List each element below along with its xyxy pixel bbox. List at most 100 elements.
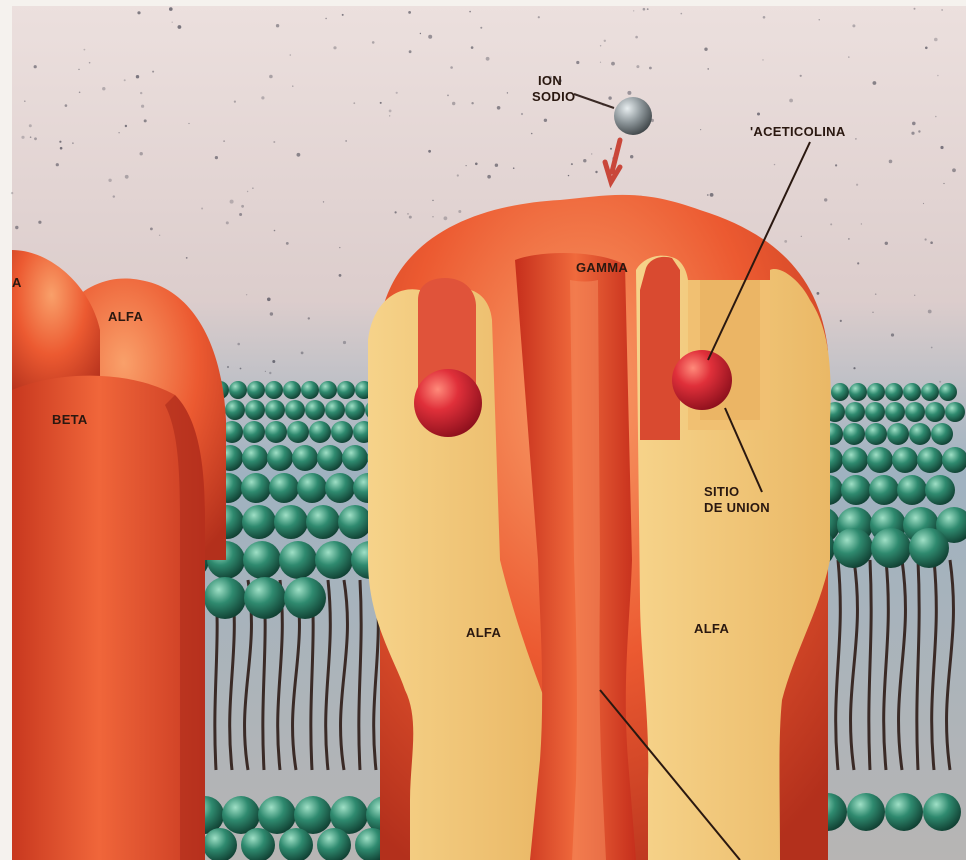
speckle (861, 223, 862, 224)
lipid-head (269, 473, 299, 503)
speckle (60, 147, 63, 150)
speckle (345, 140, 346, 141)
central-receptor (368, 195, 831, 860)
speckle (856, 184, 858, 186)
lipid-head (845, 402, 865, 422)
speckle (137, 11, 140, 14)
speckle (855, 138, 857, 140)
lipid-head (331, 421, 353, 443)
speckle (372, 41, 375, 44)
speckle (495, 164, 498, 167)
speckle (544, 119, 547, 122)
lipid-head (337, 381, 355, 399)
speckle (611, 62, 615, 66)
speckle (274, 230, 276, 232)
speckle (432, 216, 433, 217)
speckle (635, 36, 638, 39)
speckle (265, 371, 266, 372)
speckle (11, 192, 13, 194)
speckle (707, 194, 709, 196)
speckle (925, 238, 927, 240)
speckle (152, 71, 154, 73)
label-beta: BETA (52, 412, 88, 427)
speckle (762, 59, 764, 61)
speckle (252, 188, 253, 189)
label-alfa-center-right: ALFA (694, 621, 729, 636)
speckle (600, 62, 601, 63)
speckle (801, 236, 802, 237)
speckle (757, 113, 760, 116)
lipid-head (917, 447, 943, 473)
speckle (339, 274, 342, 277)
label-sodio: SODIO (532, 89, 575, 104)
speckle (239, 213, 242, 216)
speckle (267, 298, 271, 302)
lipid-head (325, 473, 355, 503)
speckle (513, 167, 515, 169)
speckle (568, 175, 569, 176)
lipid-head (885, 793, 923, 831)
speckle (223, 140, 225, 142)
speckle (649, 67, 652, 70)
speckle (34, 137, 37, 140)
speckle (824, 198, 827, 201)
lipid-head (867, 383, 885, 401)
speckle (774, 164, 775, 165)
speckle (246, 294, 247, 295)
speckle (342, 14, 344, 16)
lipid-head (243, 421, 265, 443)
label-alfa-center-left: ALFA (466, 625, 501, 640)
speckle (830, 223, 832, 225)
top-border (0, 0, 966, 6)
speckle (178, 25, 182, 29)
lipid-head (892, 447, 918, 473)
speckle (600, 45, 601, 46)
speckle (571, 163, 573, 165)
speckle (144, 119, 147, 122)
lipid-head (865, 402, 885, 422)
speckle (290, 54, 292, 56)
speckle (56, 163, 59, 166)
speckle (124, 79, 126, 81)
beta-subunit (12, 376, 205, 860)
speckle (339, 247, 340, 248)
lipid-head (285, 400, 305, 420)
lipid-head (867, 447, 893, 473)
lipid-head (241, 473, 271, 503)
speckle (38, 221, 41, 224)
lipid-head (283, 381, 301, 399)
speckle (457, 174, 459, 176)
speckle (937, 75, 939, 77)
lipid-head (222, 796, 260, 834)
speckle (234, 101, 236, 103)
speckle (930, 241, 933, 244)
speckle (873, 81, 877, 85)
speckle (848, 238, 850, 240)
speckle (643, 8, 646, 11)
lipid-head (925, 475, 955, 505)
acetylcholine-ball (672, 350, 732, 410)
speckle (118, 132, 119, 133)
speckle (227, 366, 229, 368)
speckle (885, 242, 888, 245)
speckle (201, 208, 203, 210)
speckle (939, 381, 941, 383)
lipid-head (265, 381, 283, 399)
speckle (647, 8, 649, 10)
speckle (595, 171, 597, 173)
left-binding-site-ball (414, 369, 482, 437)
speckle (241, 205, 244, 208)
speckle (935, 116, 937, 118)
speckle (237, 343, 240, 346)
speckle (889, 160, 893, 164)
speckle (65, 104, 68, 107)
speckle (59, 141, 61, 143)
lipid-head (885, 383, 903, 401)
lipid-head (247, 381, 265, 399)
speckle (108, 179, 111, 182)
lipid-head (923, 793, 961, 831)
lipid-head (317, 445, 343, 471)
left-receptor-subunits (12, 250, 226, 860)
speckle (140, 92, 142, 94)
